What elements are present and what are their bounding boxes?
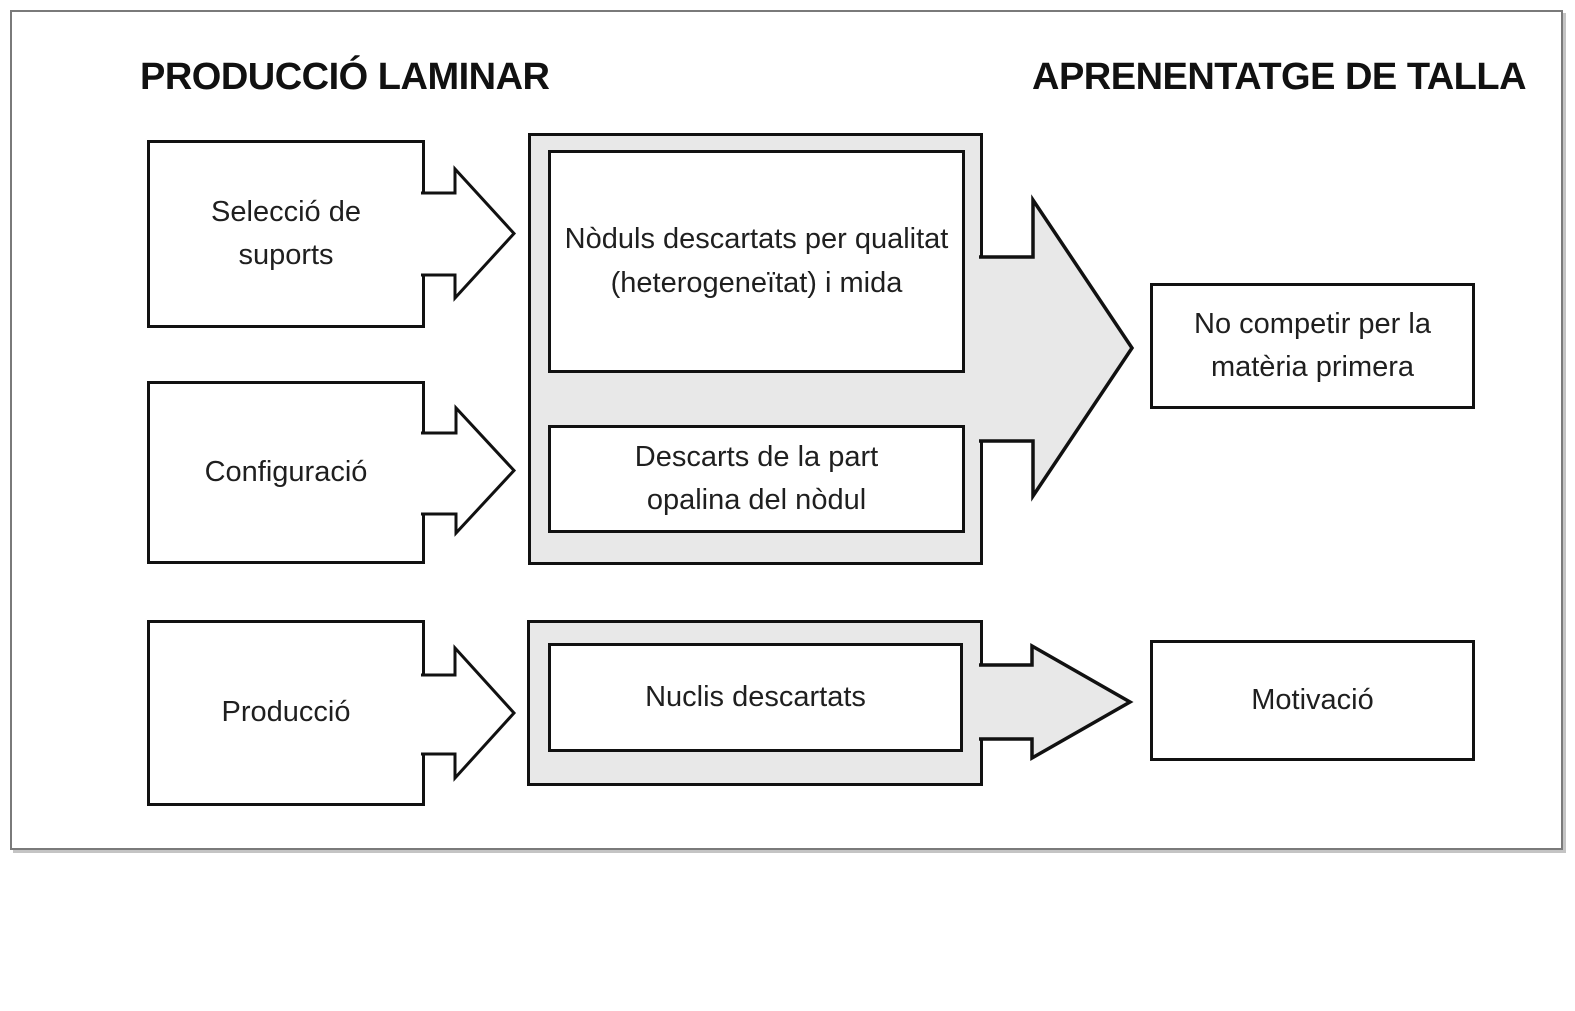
box-produccio: Producció [147,620,425,806]
box-configuracio: Configuració [147,381,425,564]
box-label: No competir per la matèria primera [1194,307,1431,384]
box-label: Motivació [1251,683,1374,716]
box-label: Configuració [204,455,368,488]
group-container-nuclis: Nuclis descartats [527,620,983,786]
box-label: Nòduls descartats per qualitat (heteroge… [564,223,949,299]
box-seleccio-de-suports: Selecció de suports [147,140,425,328]
box-no-competir: No competir per la matèria primera [1150,283,1475,409]
box-descarts-opalina: Descarts de la part opalina del nòdul [548,425,965,533]
section-title-aprenentatge-de-talla: APRENENTATGE DE TALLA [1032,56,1527,98]
outer-frame [10,10,1563,850]
box-noduls-descartats: Nòduls descartats per qualitat (heteroge… [548,150,965,373]
box-nuclis-descartats: Nuclis descartats [548,643,963,752]
box-motivacio: Motivació [1150,640,1475,761]
box-label: Nuclis descartats [645,680,866,713]
group-container-descarts: Nòduls descartats per qualitat (heteroge… [528,133,983,565]
box-label: Selecció de suports [211,195,361,272]
box-label: Producció [221,696,351,729]
section-title-produccio-laminar: PRODUCCIÓ LAMINAR [140,56,550,98]
box-label: Descarts de la part opalina del nòdul [634,440,879,517]
